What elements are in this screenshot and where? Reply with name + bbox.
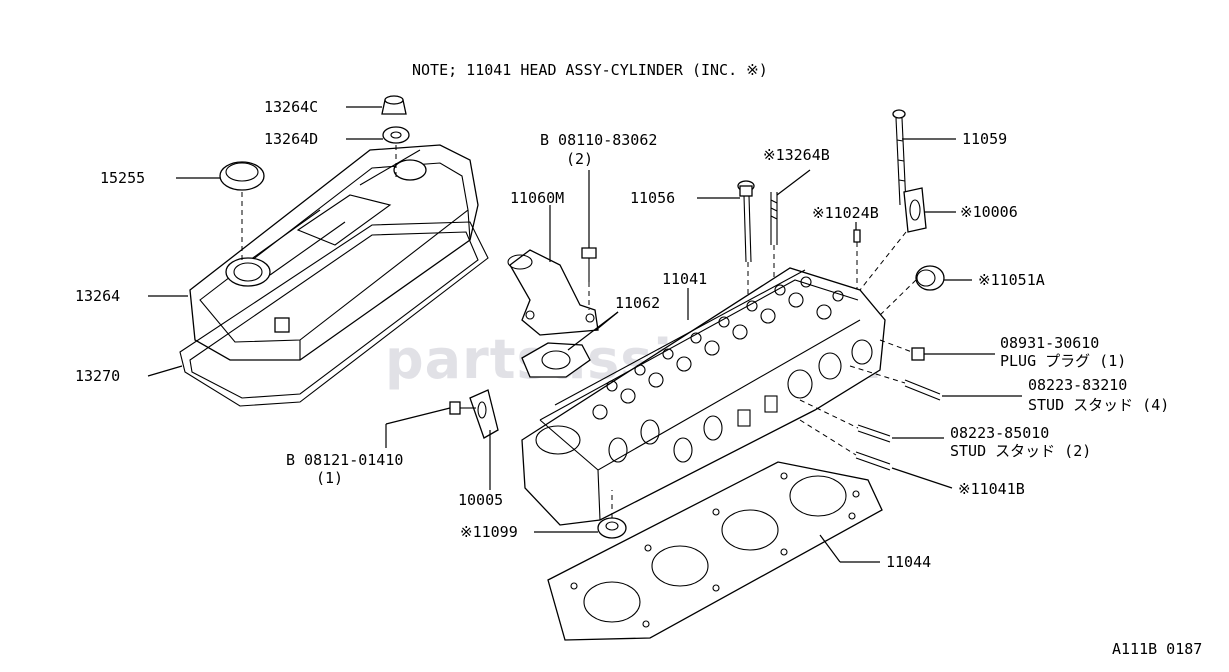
callout-13264c: 13264C <box>264 98 318 116</box>
callout-x11041b: ※11041B <box>958 480 1025 498</box>
callout-10005: 10005 <box>458 491 503 509</box>
callout-bolt-08110: B 08110-83062 <box>540 131 657 149</box>
callout-08931-desc: PLUG プラグ (1) <box>1000 352 1126 370</box>
callout-labels: 13264C 13264D 15255 13264 13270 B 08110-… <box>75 98 1169 571</box>
stud-08223-83210-illustration <box>904 379 941 401</box>
callout-bolt-08110-qty: (2) <box>566 150 593 168</box>
plug-08931-illustration <box>911 347 925 361</box>
callout-08223-85010: 08223-85010 <box>950 424 1049 442</box>
rocker-cover-gasket <box>179 221 489 407</box>
outlet-gasket-illustration <box>521 342 591 378</box>
callout-x11099: ※11099 <box>460 523 518 541</box>
callout-08931: 08931-30610 <box>1000 334 1099 352</box>
plug-13264c-illustration <box>381 95 407 115</box>
callout-08223-83210: 08223-83210 <box>1028 376 1127 394</box>
seal-11099-illustration <box>597 517 627 539</box>
stud-11041b-illustration <box>855 451 891 471</box>
diagram-note: NOTE; 11041 HEAD ASSY-CYLINDER (INC. ※) <box>412 61 768 79</box>
callout-x10006: ※10006 <box>960 203 1018 221</box>
callout-15255: 15255 <box>100 169 145 187</box>
bolt-08110-illustration <box>581 247 597 282</box>
callout-08223-85010-desc: STUD スタッド (2) <box>950 442 1091 460</box>
callout-bolt-08121: B 08121-01410 <box>286 451 403 469</box>
rocker-cover-illustration <box>189 144 479 361</box>
gauge-illustration <box>892 109 907 206</box>
cylinder-head-illustration <box>521 267 886 526</box>
callout-bolt-08121-qty: (1) <box>316 469 343 487</box>
dowel-illustration <box>853 229 861 243</box>
callout-11056: 11056 <box>630 189 675 207</box>
diagram-id: A111B 0187 <box>1112 640 1202 658</box>
oil-filler-cap-illustration <box>219 161 265 191</box>
callout-11060m: 11060M <box>510 189 564 207</box>
callout-13264d: 13264D <box>264 130 318 148</box>
leader-lines <box>147 106 1022 563</box>
bracket-10005-illustration <box>469 389 499 439</box>
gasket-10006-illustration <box>903 187 927 233</box>
head-bolt-illustration <box>737 180 755 263</box>
stud-08223-85010-illustration <box>857 424 891 443</box>
water-outlet-illustration <box>507 249 599 336</box>
head-gasket-illustration <box>547 461 883 641</box>
callout-08223-83210-desc: STUD スタッド (4) <box>1028 396 1169 414</box>
callout-11044: 11044 <box>886 553 931 571</box>
callout-11041: 11041 <box>662 270 707 288</box>
rocker-stud-illustration <box>770 192 778 245</box>
callout-11059: 11059 <box>962 130 1007 148</box>
expansion-plug-illustration <box>915 265 945 291</box>
callout-13270: 13270 <box>75 367 120 385</box>
callout-x11024b: ※11024B <box>812 204 879 222</box>
washer-13264d-illustration <box>382 126 410 144</box>
callout-x13264b: ※13264B <box>763 146 830 164</box>
callout-11062: 11062 <box>615 294 660 312</box>
callout-x11051a: ※11051A <box>978 271 1045 289</box>
callout-13264: 13264 <box>75 287 120 305</box>
